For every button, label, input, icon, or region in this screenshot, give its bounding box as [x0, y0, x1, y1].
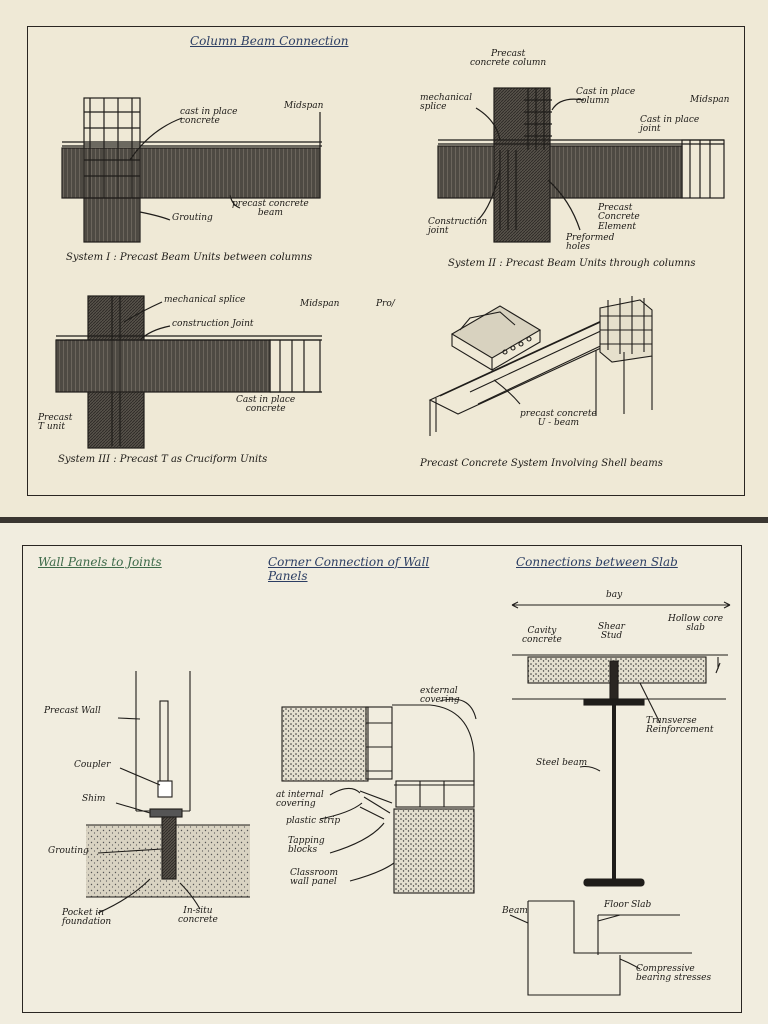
sheet2-drawings [86, 601, 731, 996]
in-situ-label: In-situ concrete [178, 906, 218, 926]
wall-panels-title: Wall Panels to Joints [38, 555, 162, 569]
s2-cast-in-place-joint-label: Cast in place joint [640, 115, 700, 135]
s1-cast-in-place-label: cast in place concrete [180, 107, 238, 127]
shell-u-beam-label: precast concrete U - beam [520, 409, 597, 429]
system3-drawing [55, 295, 322, 449]
slab-connection-drawing [509, 601, 731, 996]
s2-midspan-label: Midspan [690, 95, 730, 105]
s3-mechanical-splice-label: mechanical splice [164, 295, 246, 305]
wall-panel-drawing [86, 671, 250, 914]
tapping-blocks-label: Tapping blocks [288, 836, 325, 856]
shear-stud-label: Shear Stud [598, 622, 625, 642]
sheet-panel-connections: Wall Panels to Joints Precast Wall Coupl… [0, 523, 768, 1024]
s2-precast-element-label: Precast Concrete Element [598, 203, 640, 232]
classroom-panel-label: Classroom wall panel [290, 868, 339, 888]
sheet1-frame [27, 26, 745, 496]
system1-drawing [61, 97, 322, 243]
sheet-column-beam-connection: Column Beam Connection cast in place con… [0, 0, 768, 517]
internal-covering-label: at internal covering [276, 790, 324, 810]
system1-caption: System I : Precast Beam Units between co… [66, 252, 313, 263]
s3-pro-label: Pro/ [376, 299, 395, 309]
bay-label: bay [606, 590, 623, 600]
steel-beam-label: Steel beam [536, 758, 588, 768]
shell-beam-drawing [428, 296, 653, 436]
s2-cast-in-place-column-label: Cast in place column [576, 87, 636, 107]
cavity-concrete-label: Cavity concrete [522, 626, 562, 646]
sheet2-frame [22, 545, 742, 1013]
system3-caption: System III : Precast T as Cruciform Unit… [58, 454, 268, 465]
precast-wall-label: Precast Wall [44, 706, 101, 716]
floor-slab-label: Floor Slab [604, 900, 652, 910]
coupler-label: Coupler [74, 760, 111, 770]
s2-precast-column-label: Precast concrete column [470, 49, 547, 69]
s1-precast-beam-label: precast concrete beam [232, 199, 309, 219]
shell-caption: Precast Concrete System Involving Shell … [420, 458, 663, 469]
plastic-strip-label: plastic strip [286, 816, 341, 826]
s3-midspan-label: Midspan [300, 299, 340, 309]
s2-construction-joint-label: Construction joint [428, 217, 488, 237]
shim-label: Shim [82, 794, 106, 804]
grouting-label: Grouting [48, 846, 89, 856]
external-covering-label: external covering [420, 686, 460, 706]
corner-title: Corner Connection of Wall Panels [268, 555, 430, 583]
s3-precast-t-unit-label: Precast T unit [38, 413, 73, 433]
hollow-core-slab-label: Hollow core slab [668, 614, 724, 634]
s3-construction-joint-label: construction Joint [172, 319, 254, 329]
sheet1-drawings [55, 87, 725, 449]
s1-midspan-label: Midspan [284, 101, 324, 111]
beam-label: Beam [502, 906, 528, 916]
system2-caption: System II : Precast Beam Units through c… [448, 258, 696, 269]
corner-connection-drawing [281, 698, 477, 894]
transverse-label: Transverse Reinforcement [646, 716, 714, 736]
s2-mechanical-splice-label: mechanical splice [420, 93, 473, 113]
sheet1-title: Column Beam Connection [190, 34, 349, 48]
compressive-label: Compressive bearing stresses [636, 964, 712, 984]
s3-cast-in-place-label: Cast in place concrete [236, 395, 296, 415]
s1-grouting-label: Grouting [172, 213, 213, 223]
slab-title: Connections between Slab [516, 555, 678, 569]
system2-drawing [437, 87, 725, 243]
s2-preformed-holes-label: Preformed holes [566, 233, 615, 253]
pocket-label: Pocket in foundation [62, 908, 112, 928]
